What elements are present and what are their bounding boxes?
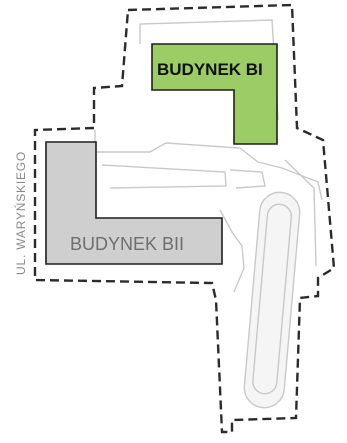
street-label: UL. WARYŃSKIEGO (13, 151, 28, 275)
internal-paths (94, 19, 323, 409)
building-bii (45, 141, 223, 265)
building-bi-label: BUDYNEK BI (157, 60, 263, 79)
site-boundary (33, 3, 336, 434)
path-parking-bay (229, 169, 266, 189)
walkway-south (243, 191, 301, 409)
path-central-inner (101, 164, 227, 189)
building-bi (151, 43, 278, 145)
path-central-outline (94, 130, 323, 201)
path-east-edge (284, 159, 317, 267)
walkway-south-inner (252, 203, 293, 395)
building-bii-label: BUDYNEK BII (70, 234, 184, 254)
path-southeast (219, 209, 245, 293)
